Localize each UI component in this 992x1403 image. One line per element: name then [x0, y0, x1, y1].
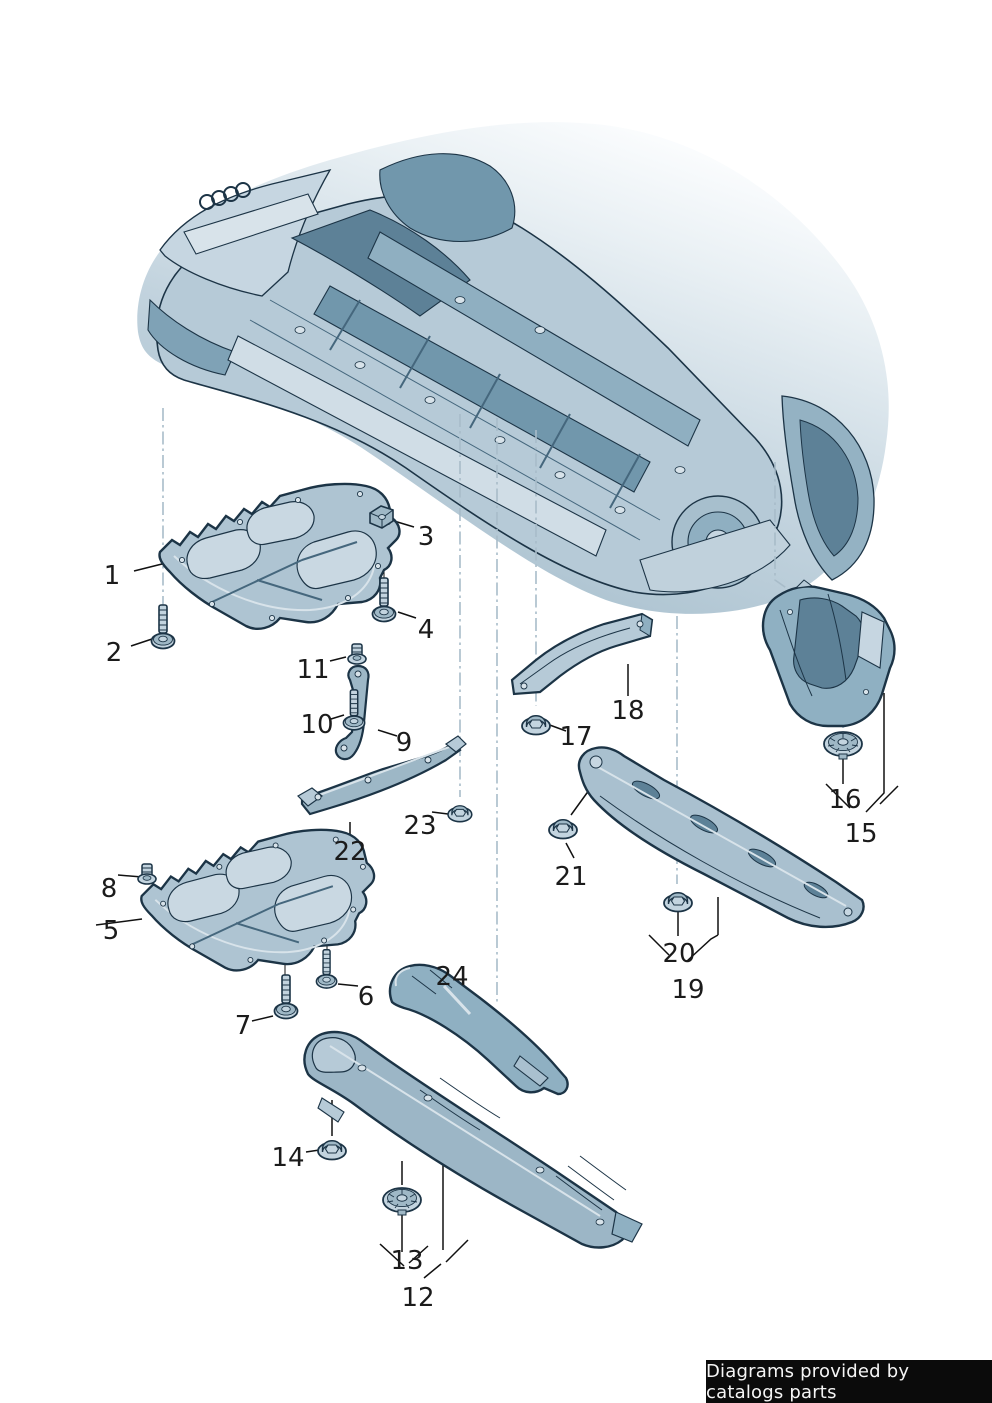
part-label-9: 9	[395, 728, 413, 758]
part-label-17: 17	[559, 722, 593, 752]
part-label-6: 6	[357, 982, 375, 1012]
part-1-noise-insulation-tray	[158, 482, 401, 631]
floor-holes	[294, 296, 686, 514]
leader-label-5	[95, 918, 143, 926]
part-label-5: 5	[102, 916, 120, 946]
footer-credit-text: Diagrams provided by catalogs parts	[706, 1360, 910, 1403]
rear-lower-band	[639, 519, 791, 593]
part-label-4: 4	[417, 615, 435, 645]
part-label-18: 18	[611, 696, 645, 726]
floor-rails	[249, 299, 661, 541]
bracket-15	[825, 693, 899, 813]
part-label-16: 16	[828, 785, 862, 815]
part-15-heat-shield	[761, 579, 896, 728]
part-label-1: 1	[103, 561, 121, 591]
part-24-tunnel-heat-shield	[388, 963, 569, 1096]
leader-label-7	[251, 1015, 274, 1022]
part-12-heat-shield	[303, 1030, 643, 1249]
audi-rings-icon	[199, 182, 251, 210]
cross-members	[329, 299, 641, 509]
part-8-screw	[137, 863, 157, 885]
part-2-bolt	[150, 604, 176, 650]
leader-label-6	[337, 983, 359, 987]
leader-label-1	[133, 562, 167, 572]
part-11-nut	[347, 643, 367, 665]
part-label-2: 2	[105, 638, 123, 668]
leader-label-11	[329, 656, 347, 662]
part-13-push-washer	[382, 1187, 422, 1216]
bracket-12	[379, 1158, 469, 1279]
leader-label-10	[330, 714, 345, 720]
part-23-cap-nut	[447, 804, 473, 823]
part-14-cap-nut	[317, 1139, 347, 1161]
part-label-12: 12	[401, 1283, 435, 1313]
part-7-bolt	[273, 974, 299, 1020]
front-grille	[183, 193, 319, 255]
rocker-rail	[227, 335, 607, 557]
leader-label-2	[130, 638, 153, 647]
part-label-21: 21	[554, 862, 588, 892]
exploded-parts	[137, 482, 896, 1249]
front-arch-liner	[147, 298, 236, 376]
rear-wheel-arch-inner	[799, 419, 859, 557]
part-label-15: 15	[844, 819, 878, 849]
footer-credit-bar: Diagrams provided by catalogs parts	[706, 1360, 992, 1403]
part-label-7: 7	[234, 1011, 252, 1041]
part-21-cap-nut	[548, 818, 578, 840]
part-label-11: 11	[296, 655, 330, 685]
part-label-3: 3	[417, 522, 435, 552]
part-22-cross-rail	[297, 735, 467, 816]
leader-label-4	[397, 611, 417, 619]
tunnel-rail	[313, 285, 651, 493]
far-front-wheelhouse	[379, 153, 516, 242]
leader-label-9	[377, 729, 398, 737]
far-sill-rail	[367, 231, 701, 447]
part-label-14: 14	[271, 1143, 305, 1173]
part-18-support-bracket	[510, 612, 654, 696]
part-9-bracket	[334, 664, 370, 761]
part-20-cap-nut	[663, 891, 693, 913]
part-17-cap-nut	[521, 714, 551, 736]
part-16-push-washer	[823, 731, 863, 760]
part-label-23: 23	[403, 811, 437, 841]
part-label-19: 19	[671, 975, 705, 1005]
part-19-underbody-panel	[577, 746, 865, 929]
part-label-22: 22	[333, 837, 367, 867]
car-underbody-illustration	[137, 122, 889, 614]
part-6-bolt	[315, 948, 338, 989]
bracket-19	[648, 897, 719, 962]
part-label-20: 20	[662, 939, 696, 969]
part-label-24: 24	[435, 962, 469, 992]
leader-label-23	[431, 811, 449, 815]
part-label-8: 8	[100, 874, 118, 904]
part-label-10: 10	[300, 710, 334, 740]
part-label-13: 13	[390, 1246, 424, 1276]
